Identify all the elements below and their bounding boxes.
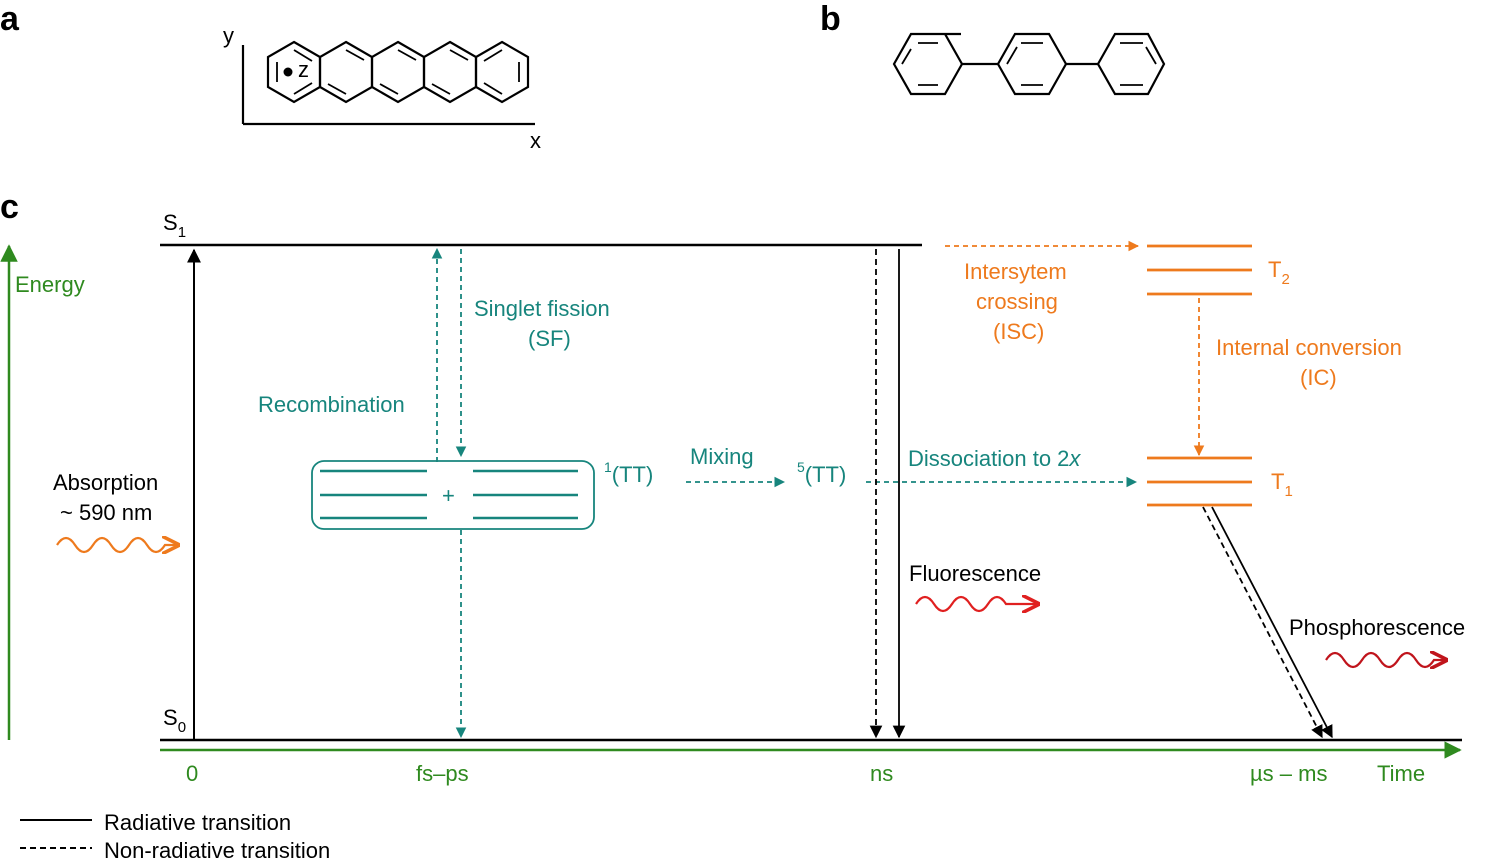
phosphorescence-label: Phosphorescence	[1289, 615, 1465, 640]
tt-plus-sign: +	[442, 483, 455, 508]
fluorescence-wave-icon	[915, 597, 1038, 611]
time-tick-us-ms: µs – ms	[1250, 761, 1327, 786]
isc-label-line2: crossing	[976, 289, 1058, 314]
phosphorescence-arrow	[1211, 506, 1333, 739]
z-axis-dot	[283, 67, 293, 77]
axis-y-label: y	[223, 23, 234, 48]
s0-label: S0	[163, 705, 186, 736]
recombination-label: Recombination	[258, 392, 405, 417]
tt-state-box	[311, 460, 595, 530]
panel-label-b: b	[820, 0, 841, 38]
tt-singlet-label: 1(TT)	[604, 459, 653, 487]
pentacene-molecule	[241, 40, 535, 126]
tt-quintet-label: 5(TT)	[797, 459, 846, 487]
time-tick-0: 0	[186, 761, 198, 786]
absorption-label-line2: ~ 590 nm	[60, 500, 152, 525]
t1-label: T1	[1271, 469, 1293, 500]
singlet-fission-label-line2: (SF)	[528, 326, 571, 351]
time-axis-label: Time	[1377, 761, 1425, 786]
legend-nonradiative-label: Non-radiative transition	[104, 838, 330, 861]
t1-nonradiative-arrow	[1202, 506, 1323, 739]
terphenyl-molecule	[892, 32, 1166, 96]
absorption-wave-icon	[56, 538, 178, 552]
t2-label: T2	[1268, 257, 1290, 288]
ic-label-line2: (IC)	[1300, 365, 1337, 390]
absorption-label-line1: Absorption	[53, 470, 158, 495]
s1-label: S1	[163, 210, 186, 241]
ic-label-line1: Internal conversion	[1216, 335, 1402, 360]
isc-label-line1: Intersytem	[964, 259, 1067, 284]
t2-levels	[1147, 244, 1252, 296]
dissociation-label: Dissociation to 2x	[908, 446, 1081, 471]
isc-label-line3: (ISC)	[993, 319, 1044, 344]
mixing-label: Mixing	[690, 444, 754, 469]
panel-label-c: c	[0, 188, 19, 226]
time-tick-ns: ns	[870, 761, 893, 786]
fluorescence-label: Fluorescence	[909, 561, 1041, 586]
panel-label-a: a	[0, 0, 20, 38]
axis-x-label: x	[530, 128, 541, 153]
phosphorescence-wave-icon	[1325, 653, 1446, 667]
time-tick-fs-ps: fs–ps	[416, 761, 469, 786]
tt-levels	[320, 469, 578, 520]
axis-z-label: z	[298, 57, 309, 82]
t1-levels	[1147, 456, 1252, 507]
energy-label: Energy	[15, 272, 85, 297]
singlet-fission-label-line1: Singlet fission	[474, 296, 610, 321]
legend-radiative-label: Radiative transition	[104, 810, 291, 835]
